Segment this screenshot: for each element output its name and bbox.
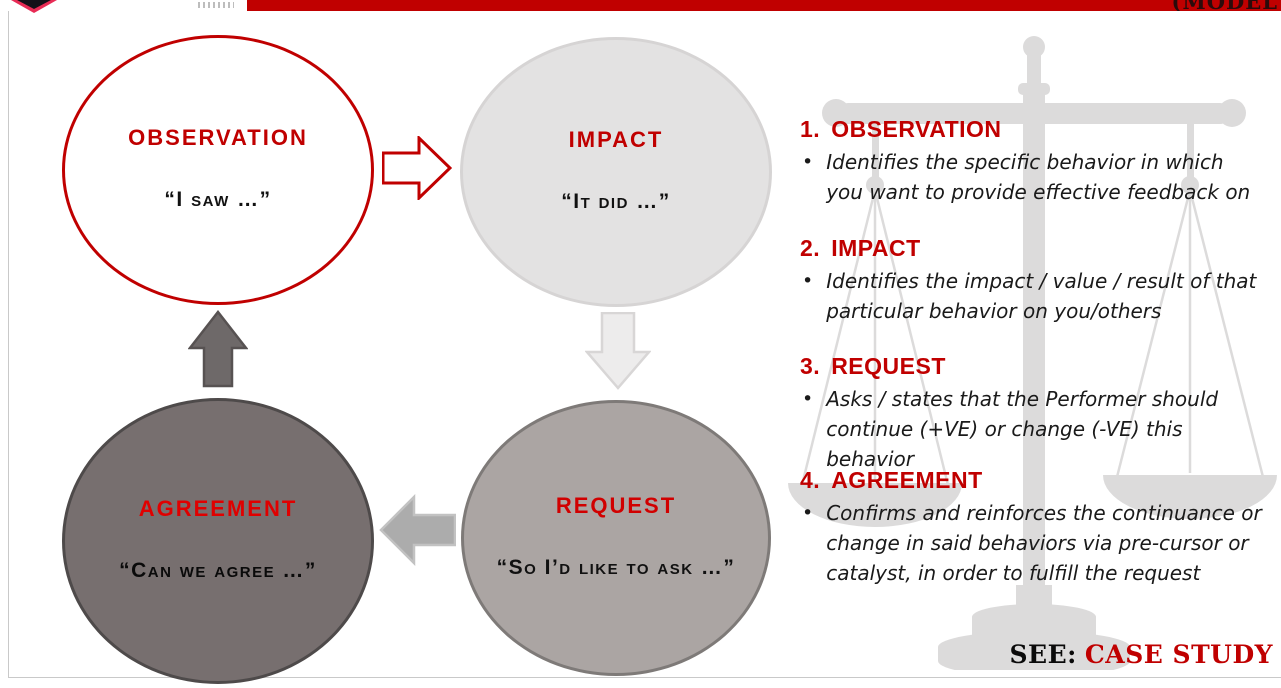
scales-of-justice-watermark (788, 36, 1277, 670)
bullet-icon: • (802, 502, 814, 524)
shield-logo-icon (11, 0, 57, 13)
slide-left-edge (8, 11, 9, 677)
node-agreement: AGREEMENT “Can we agree …” (62, 398, 374, 684)
section-request-desc-text: Asks / states that the Performer should … (826, 387, 1219, 471)
node-request-title: REQUEST (555, 492, 677, 518)
section-request-number: 3. (800, 353, 821, 379)
section-impact-number: 2. (800, 235, 821, 261)
section-impact-name: IMPACT (831, 235, 921, 261)
section-agreement-desc: • Confirms and reinforces the continuanc… (802, 498, 1264, 588)
section-observation-desc-text: Identifies the specific behavior in whic… (826, 150, 1251, 204)
section-agreement-name: AGREEMENT (831, 467, 983, 493)
node-request: REQUEST “So I’d like to ask …” (461, 400, 771, 676)
node-agreement-quote: “Can we agree …” (119, 558, 317, 582)
node-request-quote: “So I’d like to ask …” (496, 555, 736, 579)
header-bar: (MODEL (247, 0, 1281, 11)
logo-wordmark-fragment (198, 2, 234, 8)
section-agreement-header: 4. AGREEMENT (800, 467, 983, 494)
section-observation-desc: • Identifies the specific behavior in wh… (802, 147, 1264, 207)
section-observation-header: 1. OBSERVATION (800, 116, 1002, 143)
bullet-icon: • (802, 270, 814, 292)
case-study-link: CASE STUDY (1084, 640, 1273, 669)
slide-title-fragment: (MODEL (1172, 0, 1278, 11)
see-case-study: SEE:CASE STUDY (1010, 640, 1274, 669)
see-label: SEE: (1009, 640, 1077, 669)
arrow-right-icon (382, 136, 452, 200)
section-impact-desc: • Identifies the impact / value / result… (802, 266, 1264, 326)
section-observation-number: 1. (800, 116, 821, 142)
section-request-name: REQUEST (831, 353, 946, 379)
node-observation-quote: “I saw …” (164, 187, 272, 211)
bullet-icon: • (802, 151, 814, 173)
section-impact-header: 2. IMPACT (800, 235, 921, 262)
section-request-header: 3. REQUEST (800, 353, 946, 380)
node-impact: IMPACT “It did …” (460, 37, 772, 307)
node-observation-title: OBSERVATION (128, 124, 308, 150)
arrow-left-icon (379, 494, 456, 566)
section-impact-desc-text: Identifies the impact / value / result o… (826, 269, 1257, 323)
bullet-icon: • (802, 388, 814, 410)
node-observation: OBSERVATION “I saw …” (62, 35, 374, 305)
slide-bottom-edge (8, 677, 1281, 678)
section-agreement-number: 4. (800, 467, 821, 493)
node-impact-title: IMPACT (568, 126, 664, 152)
section-agreement-desc-text: Confirms and reinforces the continuance … (826, 501, 1262, 585)
section-request-desc: • Asks / states that the Performer shoul… (802, 384, 1264, 474)
arrow-up-icon (188, 310, 248, 388)
node-agreement-title: AGREEMENT (138, 495, 298, 521)
section-observation-name: OBSERVATION (831, 116, 1002, 142)
node-impact-quote: “It did …” (561, 189, 671, 213)
arrow-down-icon (585, 312, 651, 390)
explanation-panel: 1. OBSERVATION • Identifies the specific … (798, 0, 1276, 688)
